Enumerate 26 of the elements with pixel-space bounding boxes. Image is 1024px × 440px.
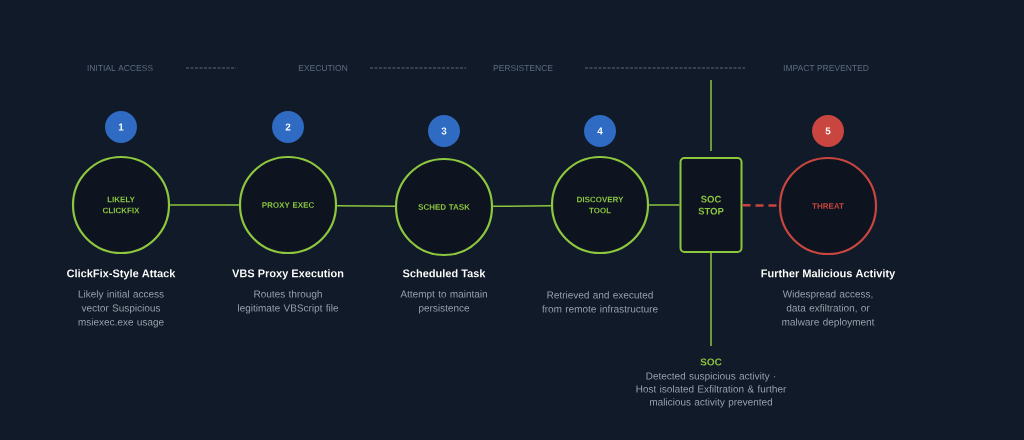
label-heading: SOC [700, 358, 722, 366]
step-number-badge: 5 [812, 115, 844, 147]
phase-label: PERSISTENCE [493, 65, 553, 71]
step-heading: Further Malicious Activity [761, 269, 896, 280]
stop-box: SOC STOP [679, 157, 743, 253]
connector-line [336, 204, 396, 208]
phase-label: EXECUTION [298, 65, 348, 71]
step-description: Widespread access, data exfiltration, or malware deployment [782, 290, 875, 328]
step-number-badge: 4 [584, 115, 616, 147]
step-heading: VBS Proxy Execution [232, 269, 344, 280]
step-number-badge: 2 [272, 111, 304, 143]
phase-label: INITIAL ACCESS [87, 65, 153, 71]
step-description: Routes through legitimate VBScript file [238, 290, 339, 314]
step-number-badge: 1 [105, 111, 137, 143]
step-description: Retrieved and executed from remote infrastructure [542, 291, 658, 313]
step-description: Likely initial access vector Suspicious msiexec.exe usage [78, 290, 164, 328]
phase-label: IMPACT PREVENTED [783, 65, 869, 71]
connector-line [169, 204, 240, 206]
connector-line [742, 204, 779, 207]
connector-line [648, 204, 681, 206]
label-description: Detected suspicious activity · Host isolated Exfiltration & further malicious activity prevented [636, 372, 787, 408]
step-heading: Scheduled Task [402, 269, 486, 278]
step-heading: ClickFix-Style Attack [67, 269, 176, 280]
step-description: Attempt to maintain persistence [400, 290, 487, 314]
step-number-badge: 3 [428, 115, 460, 147]
connector-line [492, 204, 552, 208]
